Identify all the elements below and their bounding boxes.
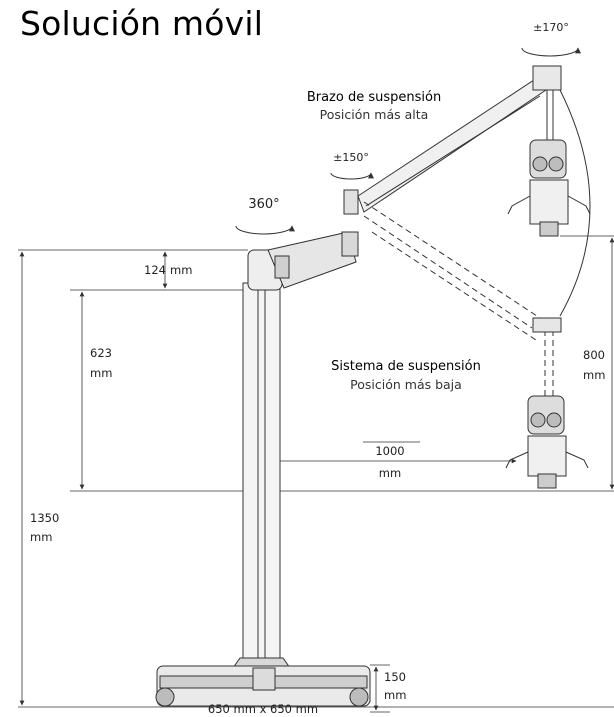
arm-subtitle: Posición más alta [320,107,429,122]
dim-base-height-value: 150 [384,670,406,684]
microscope-low [505,395,589,489]
system-subtitle: Posición más baja [350,377,462,392]
dim-reach-value: 1000 [375,444,404,458]
stand-head [267,189,359,289]
arm-title: Brazo de suspensión [307,90,441,105]
rotation-arrow-top [521,47,581,57]
angle-column: 360° [248,197,279,212]
arm-joint-low [532,317,562,333]
microscope-high [507,139,591,237]
dim-total-height-value: 1350 [30,511,59,525]
stand-base [155,665,371,707]
suspension-arm-high [357,65,562,213]
rotation-arrow-arm [330,172,374,180]
dim-base-footprint: 650 mm x 650 mm [208,702,318,716]
page-title: Solución móvil [20,4,264,43]
dim-head-height-value: 124 [144,263,166,277]
dim-reach-unit: mm [379,466,401,480]
dim-arm-drop-value: 623 [90,346,112,360]
dim-vertical-travel-unit: mm [583,368,605,382]
column-stand [232,249,291,669]
dim-base-height-unit: mm [384,688,406,702]
dim-head-height-unit: mm [170,263,192,277]
rotation-arrows [235,47,581,235]
dim-vertical-travel-value: 800 [583,348,605,362]
dim-total-height-unit: mm [30,530,52,544]
reference-lines [18,235,614,713]
dim-arm-drop-unit: mm [90,366,112,380]
angle-top: ±170° [533,21,569,34]
dimension-arrows [19,237,614,711]
angle-arm: ±150° [333,151,369,164]
system-title: Sistema de suspensión [331,359,481,374]
suspension-arm-low [363,201,554,396]
travel-arc [559,89,591,317]
rotation-arrow-column [235,225,295,235]
